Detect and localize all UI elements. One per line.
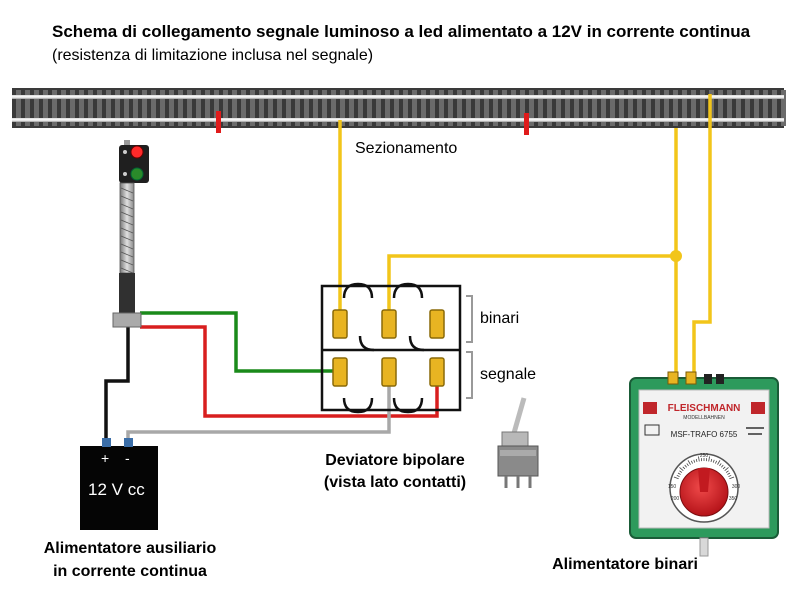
aux-plus-label: + <box>101 450 109 466</box>
dial-label: 250 <box>700 453 709 459</box>
dial-label: 300 <box>732 484 741 490</box>
isolation-gap-left <box>216 111 221 133</box>
signal-foot <box>113 313 141 327</box>
trafo-cable <box>700 538 708 556</box>
aux-caption-line1: Alimentatore ausiliario <box>20 540 240 558</box>
signal-base-column <box>119 273 135 317</box>
bracket-segnale <box>466 352 472 398</box>
trafo-knob-pointer <box>698 468 710 492</box>
toggle-switch-image <box>498 398 538 488</box>
dpdt-switch-contacts <box>322 284 472 412</box>
trafo-logo-block <box>751 402 765 414</box>
trafo-model: MSF-TRAFO 6755 <box>671 430 738 439</box>
toggle-body-highlight <box>500 450 536 456</box>
terminal <box>382 310 396 338</box>
label-binari: binari <box>480 310 519 328</box>
bracket-binari <box>466 296 472 342</box>
terminal <box>333 310 347 338</box>
label-deviatore-line1: Deviatore bipolare <box>300 452 490 470</box>
trafo-brand: FLEISCHMANN <box>668 403 741 414</box>
rail-bottom <box>12 118 784 122</box>
track <box>12 88 786 135</box>
led-signal <box>113 140 149 327</box>
terminal <box>430 310 444 338</box>
trafo-logo-block <box>643 402 657 414</box>
dial-label: 150 <box>668 484 677 490</box>
fleischmann-trafo: FLEISCHMANN MODELLBAHNEN MSF-TRAFO 6755 … <box>630 372 778 556</box>
wire-yellow-rail2-to-trafo <box>694 94 710 378</box>
wire-gray <box>128 372 389 442</box>
trafo-aux-terminal <box>716 374 724 384</box>
diagram-title: Schema di collegamento segnale luminoso … <box>52 22 750 42</box>
terminal <box>430 358 444 386</box>
aux-voltage-label: 12 V cc <box>88 480 145 500</box>
terminal <box>333 358 347 386</box>
isolation-gap-right <box>524 113 529 135</box>
label-sezionamento: Sezionamento <box>355 140 457 158</box>
trafo-output-terminal <box>668 372 678 384</box>
toggle-bushing <box>502 432 528 446</box>
dial-label: 350 <box>729 496 738 502</box>
wire-black <box>106 327 128 442</box>
aux-terminal-plus <box>102 438 111 447</box>
signal-red-led <box>131 146 143 158</box>
signal-led-mount <box>123 150 127 154</box>
trafo-brand-sub: MODELLBAHNEN <box>683 415 725 421</box>
switch-terminals-segnale <box>333 358 444 386</box>
label-segnale: segnale <box>480 366 536 384</box>
switch-terminals-binari <box>333 310 444 338</box>
aux-caption-line2: in corrente continua <box>20 563 240 581</box>
signal-led-mount <box>123 172 127 176</box>
wire-green <box>140 313 338 371</box>
aux-minus-label: - <box>125 450 130 466</box>
terminal <box>382 358 396 386</box>
trafo-aux-terminal <box>704 374 712 384</box>
diagram-subtitle: (resistenza di limitazione inclusa nel s… <box>52 47 373 65</box>
aux-terminal-minus <box>124 438 133 447</box>
trafo-output-terminal <box>686 372 696 384</box>
wire-junction-dot <box>670 250 682 262</box>
trafo-caption: Alimentatore binari <box>530 556 720 574</box>
rail-top <box>12 95 784 99</box>
dial-label: 200 <box>671 496 680 502</box>
label-deviatore-line2: (vista lato contatti) <box>300 474 490 492</box>
switch-housing <box>322 284 460 412</box>
signal-green-led <box>131 168 143 180</box>
